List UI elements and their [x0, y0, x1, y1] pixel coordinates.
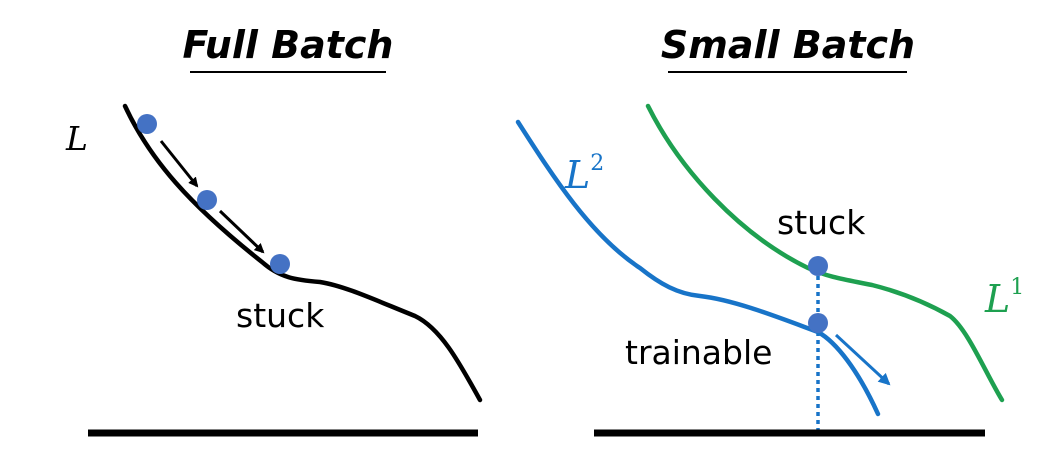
small-batch-title: Small Batch	[661, 23, 915, 67]
full-batch-point-3	[270, 254, 290, 274]
full-batch-loss-curve	[122, 103, 483, 403]
small-batch-trainable-point	[808, 313, 828, 333]
full-batch-title: Full Batch	[182, 23, 393, 67]
small-batch-trainable-label: trainable	[625, 333, 772, 372]
full-batch-arrow-2	[218, 209, 265, 254]
full-batch-stuck-label: stuck	[236, 296, 325, 335]
full-batch-arrow-1	[159, 140, 199, 188]
small-batch-l1-curve	[645, 103, 1005, 403]
small-batch-stuck-label: stuck	[777, 203, 866, 242]
small-batch-trainable-arrow	[834, 333, 891, 386]
small-batch-stuck-point	[808, 256, 828, 276]
small-batch-l2-curve	[515, 119, 881, 417]
full-batch-point-2	[197, 190, 217, 210]
full-batch-point-1	[137, 114, 157, 134]
small-batch-l1-label: L1	[984, 275, 1024, 321]
small-batch-l2-label: L2	[564, 151, 604, 197]
full-batch-curve-label: L	[65, 119, 88, 158]
